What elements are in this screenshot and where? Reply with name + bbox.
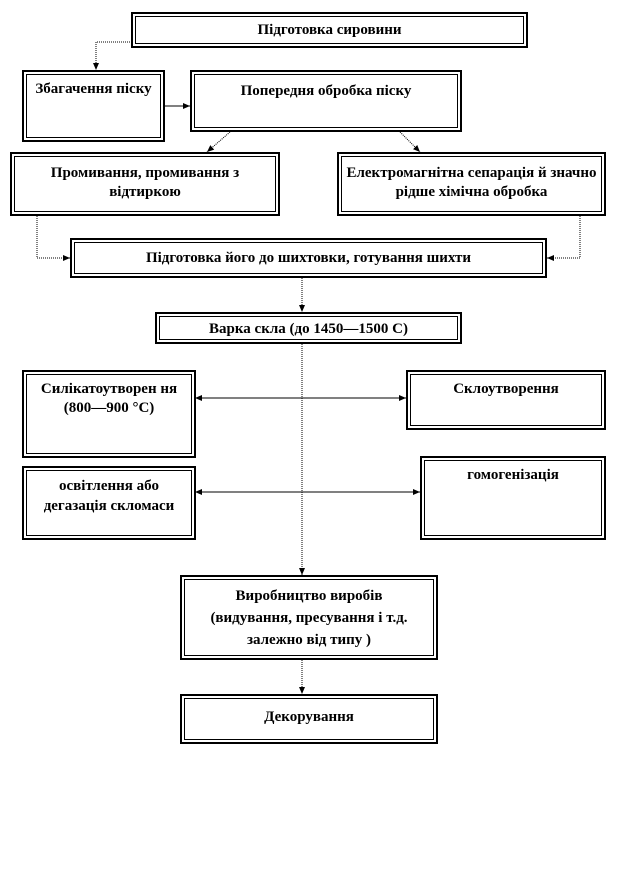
- node-sand-enrichment: Збагачення піску: [22, 70, 165, 142]
- node-washing: Промивання, промивання з відтиркою: [10, 152, 280, 216]
- node-label: Декорування: [264, 709, 354, 725]
- node-fining-degassing: освітлення або дегазація скломаси: [22, 466, 196, 540]
- node-silicate-formation: Силікатоутворен ня (800—900 °С): [22, 370, 196, 458]
- node-production: Виробництво виробів (видування, пресуван…: [180, 575, 438, 660]
- node-electromagnetic-separation: Електромагнітна сепарація й значно рідше…: [337, 152, 606, 216]
- node-batch-preparation: Підготовка його до шихтовки, готування ш…: [70, 238, 547, 278]
- node-label: гомогенізація: [467, 467, 559, 483]
- node-glass-formation: Склоутворення: [406, 370, 606, 430]
- node-label: Підготовка сировини: [257, 22, 402, 38]
- node-label: Силікатоутворен ня (800—900 °С): [40, 381, 178, 416]
- arrow-pretreat-to-wash: [206, 131, 231, 153]
- node-homogenization: гомогенізація: [420, 456, 606, 540]
- node-label: Виробництво виробів (видування, пресуван…: [210, 588, 408, 648]
- arrow-pretreat-to-electro: [399, 131, 421, 153]
- node-glass-melting: Варка скла (до 1450—1500 С): [155, 312, 462, 344]
- node-decoration: Декорування: [180, 694, 438, 744]
- arrow-raw-to-enrich: [93, 41, 132, 70]
- node-raw-preparation: Підготовка сировини: [131, 12, 528, 48]
- node-label: Варка скла (до 1450—1500 С): [209, 321, 408, 337]
- node-sand-pretreatment: Попередня обробка піску: [190, 70, 462, 132]
- node-label: Електромагнітна сепарація й значно рідше…: [346, 165, 597, 200]
- node-label: освітлення або дегазація скломаси: [43, 478, 175, 514]
- node-label: Збагачення піску: [35, 81, 152, 97]
- node-label: Попередня обробка піску: [240, 83, 412, 99]
- arrow-wash-to-batch: [36, 216, 70, 261]
- arrow-electro-to-batch: [547, 216, 581, 261]
- node-label: Промивання, промивання з відтиркою: [50, 165, 240, 200]
- node-label: Склоутворення: [453, 381, 559, 397]
- node-label: Підготовка його до шихтовки, готування ш…: [145, 250, 472, 266]
